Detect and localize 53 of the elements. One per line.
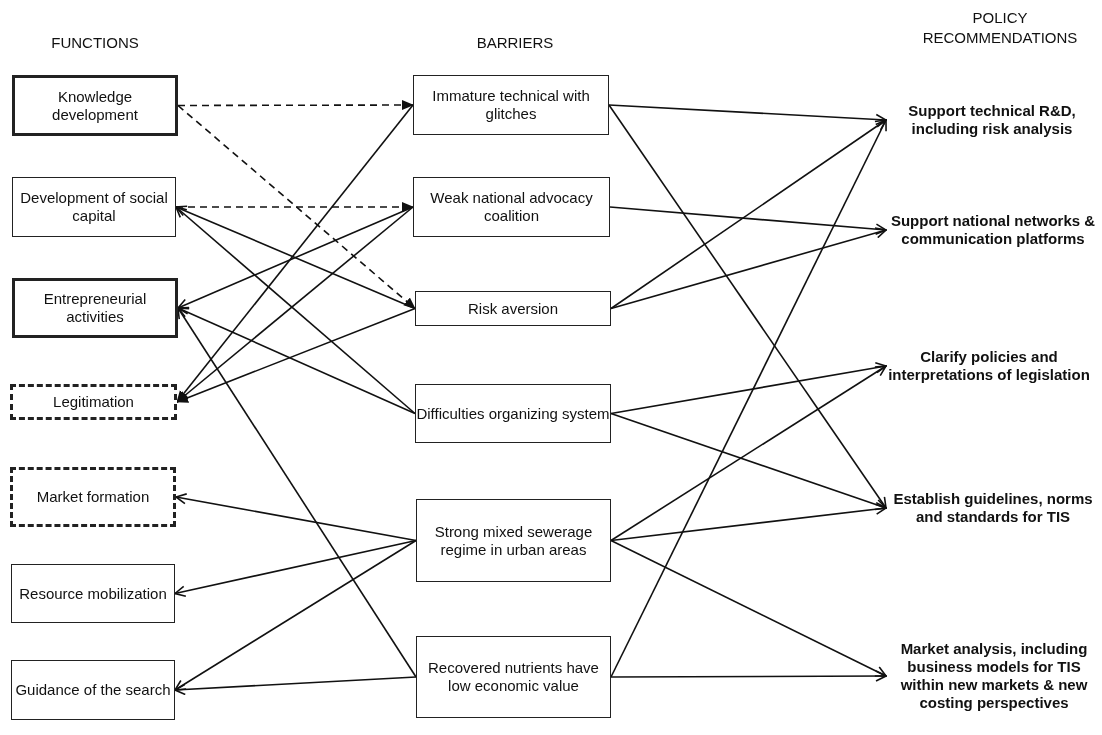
barrier-box xyxy=(416,499,611,582)
box-label: Legitimation xyxy=(53,393,134,411)
arrow xyxy=(610,227,887,310)
column-heading: FUNCTIONS xyxy=(50,33,140,53)
box-label: Development of social capital xyxy=(19,189,169,225)
arrow xyxy=(610,119,887,678)
arrow xyxy=(610,670,887,682)
function-box xyxy=(11,564,175,623)
barrier-box xyxy=(415,384,611,443)
box-label: Weak national advocacy coalition xyxy=(429,189,594,225)
column-heading: BARRIERS xyxy=(475,33,555,53)
function-box xyxy=(12,75,178,136)
recommendation-text: Market analysis, including business models for TIS within new markets & new costing perspectives xyxy=(899,640,1089,712)
box-label: Knowledge development xyxy=(51,87,139,124)
arrow xyxy=(610,503,887,542)
arrow xyxy=(610,119,887,310)
recommendation-text: Clarify policies and interpretations of legislation xyxy=(887,348,1091,384)
function-box xyxy=(11,660,175,720)
barrier-box xyxy=(413,75,609,135)
arrow xyxy=(608,104,887,126)
recommendation-text: Establish guidelines, norms and standards for TIS xyxy=(892,490,1094,526)
box-label: Strong mixed sewerage regime in urban areas xyxy=(433,522,594,559)
recommendation-text: Support technical R&D, including risk analysis xyxy=(907,102,1077,138)
arrow xyxy=(610,362,887,415)
arrow xyxy=(608,104,887,509)
function-box xyxy=(10,467,176,527)
arrow xyxy=(177,100,414,110)
box-label: Entrepreneurial activities xyxy=(42,290,148,326)
function-box xyxy=(12,278,178,338)
arrow xyxy=(609,206,887,235)
recommendation-text: Support national networks & communication platforms xyxy=(889,212,1097,248)
box-label: Risk aversion xyxy=(468,299,558,318)
arrow xyxy=(175,493,417,542)
arrow xyxy=(177,104,416,310)
arrow xyxy=(174,539,417,691)
box-label: Recovered nutrients have low economic value xyxy=(427,659,600,695)
column-heading: POLICY RECOMMENDATIONS xyxy=(921,8,1079,47)
arrow xyxy=(610,412,887,511)
box-label: Resource mobilization xyxy=(19,584,167,603)
arrow xyxy=(610,365,887,542)
barrier-box xyxy=(416,636,611,718)
barrier-box xyxy=(413,177,610,237)
arrow xyxy=(174,676,417,696)
function-box xyxy=(10,384,177,420)
function-box xyxy=(12,177,176,237)
arrow xyxy=(177,307,417,678)
box-label: Market formation xyxy=(36,488,150,506)
arrow xyxy=(174,539,417,598)
box-label: Immature technical with glitches xyxy=(431,87,591,123)
box-label: Difficulties organizing system xyxy=(416,404,610,423)
barrier-box xyxy=(415,291,611,326)
arrow xyxy=(610,539,887,677)
box-label: Guidance of the search xyxy=(15,681,171,699)
